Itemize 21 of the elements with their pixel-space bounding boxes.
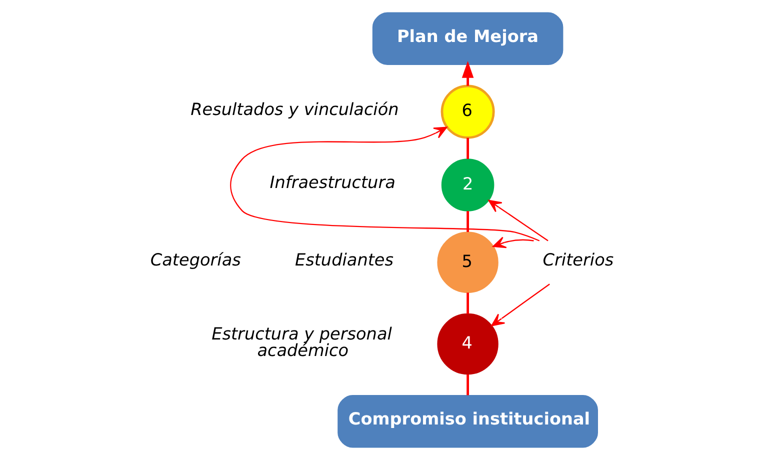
arrow (230, 126, 540, 242)
node-text: Criterios (542, 250, 614, 270)
connector (466, 374, 468, 396)
node-box: Plan de Mejora (372, 12, 563, 65)
connector (466, 211, 468, 232)
node-label: Estructura y personal académico (211, 323, 392, 360)
node-label: Infraestructura (269, 172, 395, 192)
connector (466, 292, 468, 314)
node-label: Resultados y vinculación (190, 99, 398, 120)
arrow (488, 200, 548, 242)
node-label: Estudiantes (294, 250, 394, 270)
label: Categorías (150, 250, 240, 270)
node-circle: 5 (436, 232, 498, 293)
arrow (490, 284, 550, 326)
arrow (461, 61, 474, 86)
node-circle: 2 (440, 158, 494, 212)
arrow (492, 236, 534, 248)
connector (466, 138, 468, 160)
node-circle: 6 (440, 84, 494, 139)
node-box: Compromiso institucional (337, 395, 598, 448)
node-circle: 4 (436, 313, 498, 375)
